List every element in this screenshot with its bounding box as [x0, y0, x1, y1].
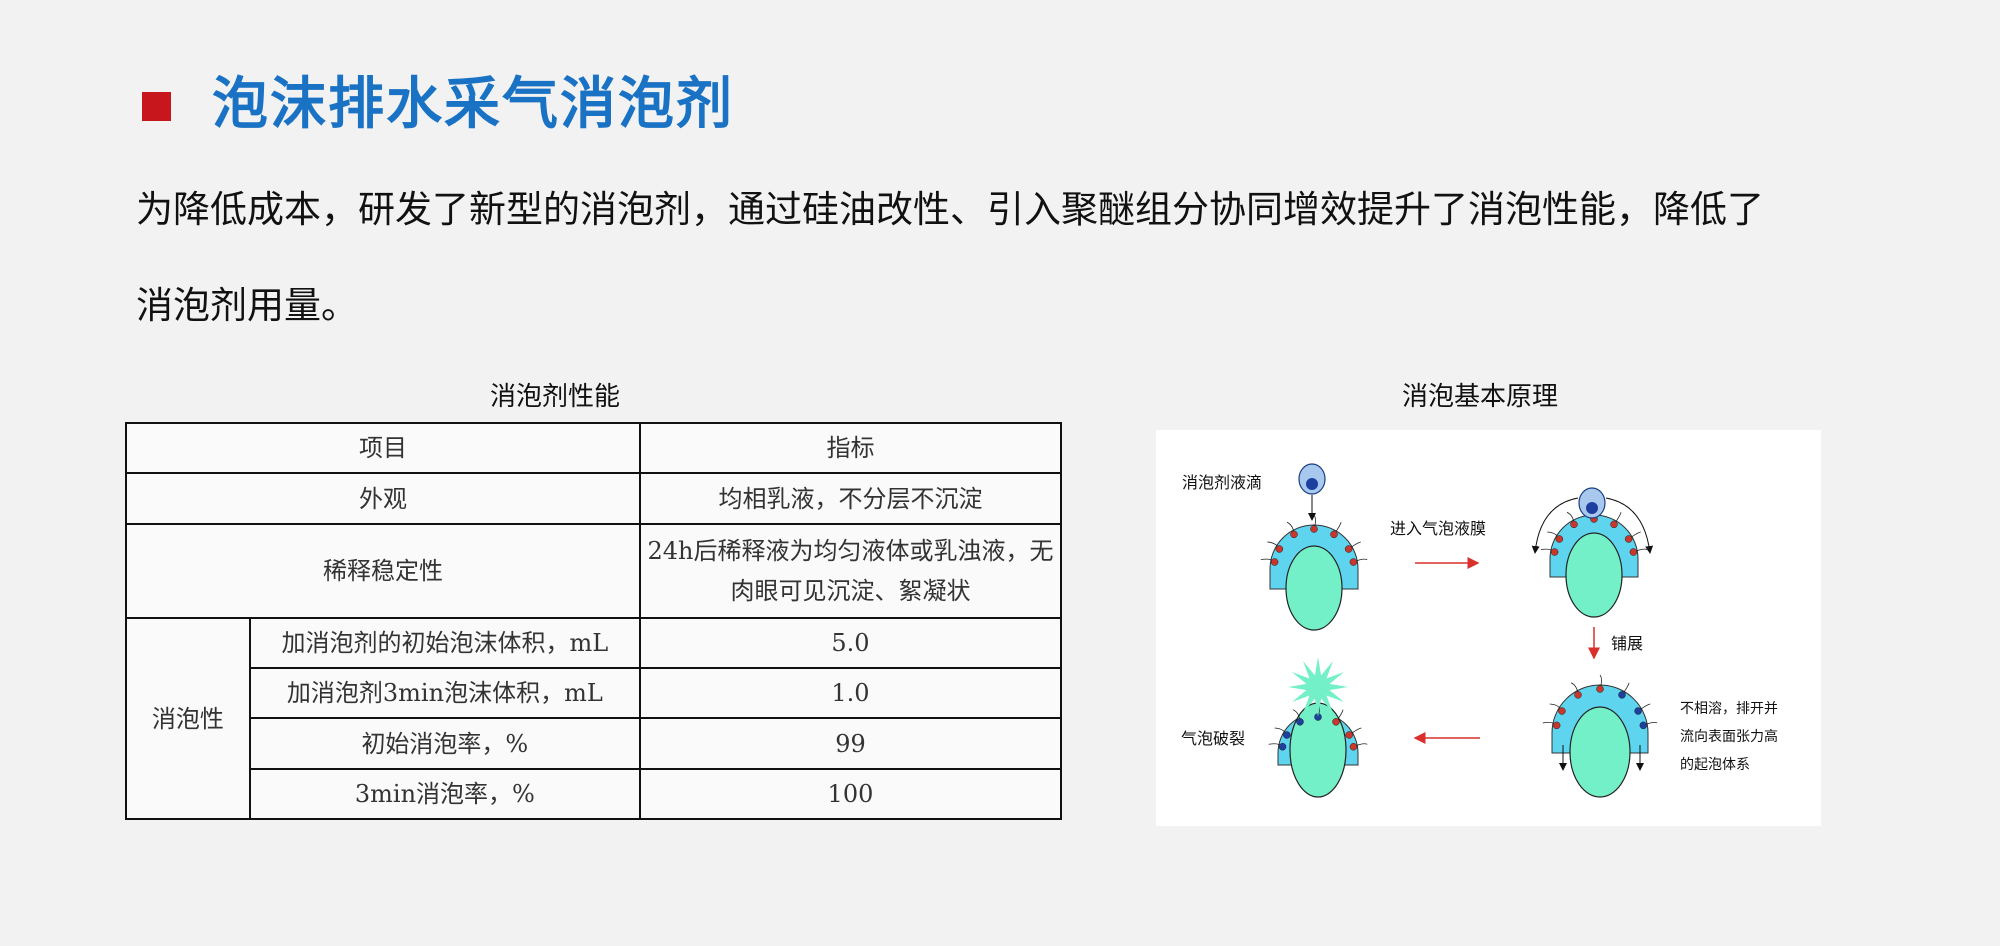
label-spread: 铺展 [1611, 634, 1643, 653]
bubble-1-surfactant-head [1275, 545, 1284, 553]
label-droplet: 消泡剂液滴 [1182, 473, 1262, 492]
table-row: 初始消泡率，% 99 [126, 717, 1063, 770]
spread-arrow-left [1531, 497, 1579, 554]
table-header-row: 项目 指标 [125, 422, 1063, 474]
bubble-1-gas-bubble [1285, 545, 1343, 631]
bubble-4-surfactant-head [1349, 742, 1358, 751]
row-item: 初始消泡率，% [248, 717, 641, 770]
table-row: 3min消泡率，% 100 [126, 768, 1063, 820]
defoaming-principle-diagram: 消泡剂液滴 进入气泡液膜 铺展 气泡破裂 不相溶，排开并 流向表面张力高 的起泡… [1156, 430, 1821, 826]
table-row: 加消泡剂3min泡沫体积，mL 1.0 [126, 667, 1063, 719]
bubble-3-surfactant-head [1552, 721, 1561, 730]
bubble-3-surfactant-head [1639, 721, 1648, 730]
table-row: 外观 均相乳液，不分层不沉淀 [125, 472, 1063, 525]
bubble-1-surfactant-head [1330, 530, 1338, 539]
bubble-4-surfactant-head [1332, 718, 1340, 726]
bubble-3-gas-bubble [1569, 706, 1631, 798]
bubble-3-surfactant-head [1618, 691, 1626, 699]
row-item: 外观 [125, 472, 641, 525]
bubble-3-surfactant-head [1634, 707, 1642, 715]
header-value: 指标 [638, 422, 1063, 474]
droplet-2-core [1586, 502, 1598, 514]
performance-table: 项目 指标 外观 均相乳液，不分层不沉淀 稀释稳定性 24h后稀释液为均匀液体或… [125, 422, 1063, 820]
group-label: 消泡性 [125, 617, 251, 820]
row-value: 24h后稀释液为均匀液体或乳浊液，无肉眼可见沉淀、絮凝状 [638, 523, 1063, 619]
table-row: 消泡性 加消泡剂的初始泡沫体积，mL 5.0 [125, 617, 1063, 820]
table-row: 稀释稳定性 24h后稀释液为均匀液体或乳浊液，无肉眼可见沉淀、絮凝状 [125, 523, 1063, 619]
burst-star [1288, 657, 1348, 717]
label-note-1: 不相溶，排开并 [1680, 701, 1778, 717]
diagram-caption: 消泡基本原理 [1401, 382, 1559, 412]
bubble-1-surfactant-head [1270, 558, 1279, 566]
row-item: 加消泡剂3min泡沫体积，mL [248, 667, 641, 719]
bubble-2-surfactant-head [1624, 535, 1633, 543]
row-item: 加消泡剂的初始泡沫体积，mL [248, 617, 641, 669]
intro-line-1: 为降低成本，研发了新型的消泡剂，通过硅油改性、引入聚醚组分协同增效提升了消泡性能… [136, 188, 1764, 231]
spread-arrow-right [1605, 497, 1654, 554]
bubble-4-surfactant-head [1283, 731, 1291, 739]
row-value: 均相乳液，不分层不沉淀 [638, 472, 1063, 525]
label-note-2: 流向表面张力高 [1680, 728, 1778, 745]
bubble-4-surfactant-head [1345, 731, 1353, 739]
bubble-3-surfactant-head [1558, 707, 1566, 715]
table-caption: 消泡剂性能 [489, 382, 621, 412]
title-marker [142, 92, 171, 121]
row-item: 稀释稳定性 [125, 523, 641, 619]
bubble-3-surfactant-head [1596, 685, 1604, 693]
label-burst: 气泡破裂 [1181, 729, 1245, 748]
header-item: 项目 [125, 422, 641, 474]
bubble-2-surfactant-head [1629, 548, 1638, 556]
bubble-1-surfactant-head [1344, 545, 1353, 553]
row-value: 5.0 [638, 617, 1063, 669]
bubble-2-surfactant-head [1555, 535, 1564, 543]
bubble-2-surfactant-head [1610, 520, 1618, 529]
diagram-background [1156, 430, 1821, 826]
label-enter: 进入气泡液膜 [1390, 519, 1486, 538]
row-value: 1.0 [638, 667, 1063, 719]
row-value: 100 [638, 768, 1063, 820]
bubble-3-surfactant-head [1574, 691, 1582, 699]
bubble-2-surfactant-head [1570, 520, 1578, 529]
page-title: 泡沫排水采气消泡剂 [212, 72, 734, 137]
intro-line-2: 消泡剂用量。 [136, 284, 358, 327]
bubble-2-surfactant-head [1550, 548, 1559, 556]
bubble-2-gas-bubble [1565, 532, 1623, 618]
bubble-4-surfactant-head [1296, 718, 1304, 726]
droplet-1-core [1306, 478, 1318, 490]
row-item: 3min消泡率，% [248, 768, 641, 820]
bubble-1-surfactant-head [1349, 558, 1358, 566]
row-value: 99 [638, 717, 1063, 770]
label-note-3: 的起泡体系 [1680, 757, 1750, 773]
bubble-4-surfactant-head [1278, 742, 1287, 751]
bubble-1-surfactant-head [1310, 525, 1318, 533]
bubble-1-surfactant-head [1290, 530, 1298, 539]
